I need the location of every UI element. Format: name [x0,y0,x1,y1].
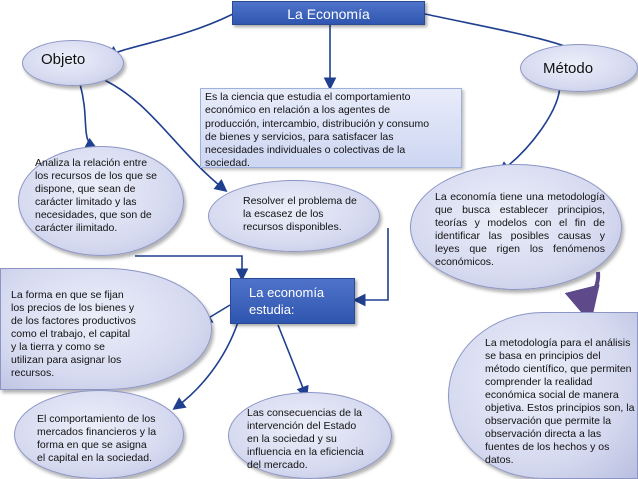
mercados-text: El comportamiento de los mercados financ… [37,413,157,464]
objeto-label: Objeto [41,51,86,68]
connector-metodo-metodologia [497,83,561,174]
connector-title-objeto [105,13,234,58]
cientifico-text: La metodología para el análisis se basa … [485,337,635,466]
connector-metodologia-estudia [352,228,389,307]
metodo-node: Método [520,44,638,92]
cientifico-node: La metodología para el análisis se basa … [448,312,638,479]
metodologia-text: La economía tiene una metodología que bu… [435,191,605,268]
forma-node: La forma en que se fijan los precios de … [0,268,212,390]
definicion-box: Es la ciencia que estudia el comportamie… [200,88,462,170]
title-text: La Economía [287,6,370,22]
resolver-text: Resolver el problema de la escasez de lo… [243,195,357,233]
title-box: La Economía [232,1,425,25]
connector-objeto-resolver [99,77,228,192]
metodo-label: Método [543,60,594,77]
connector-analiza-estudia [135,255,249,282]
analiza-node: Analiza la relación entre los recursos d… [18,146,184,256]
forma-text: La forma en que se fijan los precios de … [11,289,136,379]
estudia-box: La economía estudia: [230,278,355,324]
analiza-text: Analiza la relación entre los recursos d… [35,157,157,234]
connector-estudia-consecuencias [277,324,309,399]
objeto-node: Objeto [22,40,124,86]
connector-estudia-mercados [172,321,239,410]
connector-metodologia-cientifico [564,271,601,324]
resolver-node: Resolver el problema de la escasez de lo… [208,180,380,252]
definicion-text: Es la ciencia que estudia el comportamie… [205,91,430,170]
consecuencias-node: Las consecuencias de la intervención del… [228,392,392,479]
estudia-text: La economía estudia: [249,285,325,317]
mercados-node: El comportamiento de los mercados financ… [14,390,184,479]
consecuencias-text: Las consecuencias de la intervención del… [247,407,364,471]
metodologia-node: La economía tiene una metodología que bu… [410,164,622,290]
connector-objeto-analiza [79,83,98,150]
